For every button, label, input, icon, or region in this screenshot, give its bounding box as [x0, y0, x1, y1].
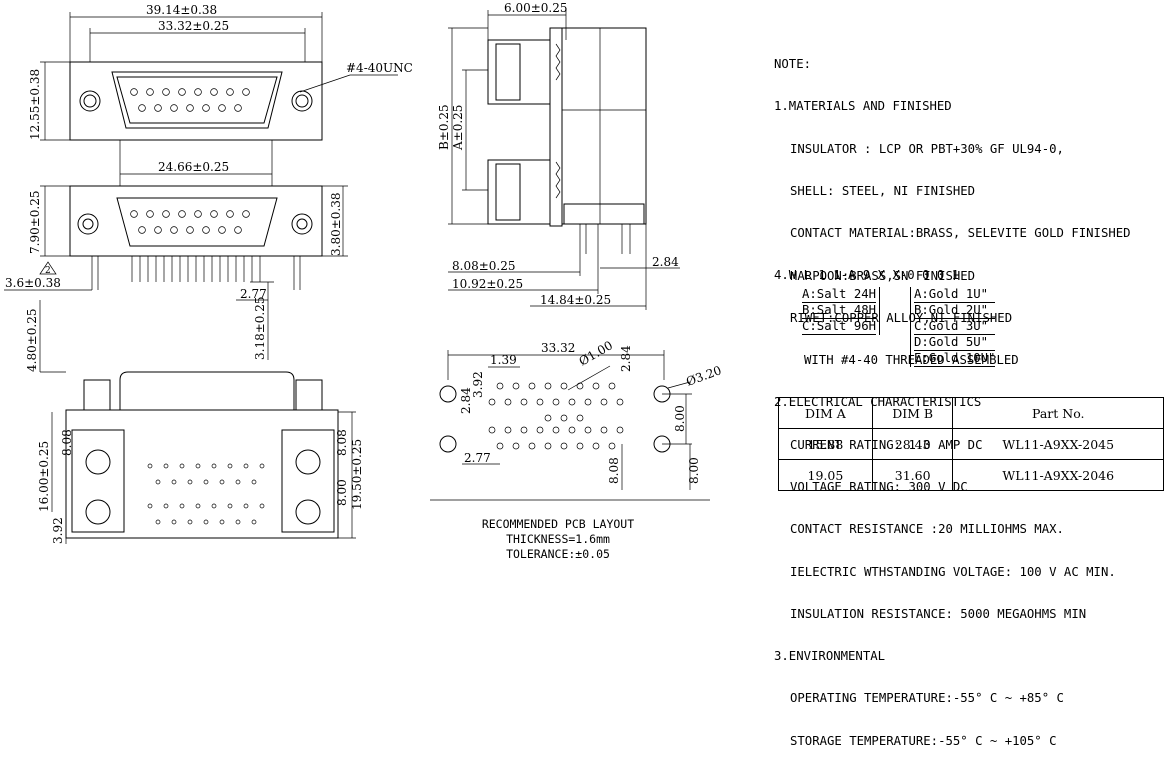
dim-height-offset: 4.80±0.25: [25, 309, 39, 373]
cell-dim-b: 31.60: [871, 459, 954, 491]
pcb-caption: RECOMMENDED PCB LAYOUT THICKNESS=1.6mm T…: [433, 517, 683, 562]
note-line: IELECTRIC WTHSTANDING VOLTAGE: 100 V AC …: [790, 564, 1116, 579]
pcb-dim-right-a: 8.00: [673, 405, 687, 432]
dim-b: B±0.25: [437, 104, 451, 150]
notes-header: NOTE:: [774, 57, 812, 72]
pcb-hole-grid: [488, 382, 624, 450]
table-header-row: DIM A DIM B Part No.: [778, 397, 1164, 429]
note-line: OPERATING TEMPERATURE:-55° C ~ +85° C: [790, 691, 1064, 706]
pcb-dim-pitch-left: 2.84: [459, 387, 473, 414]
cell-dim-b: 28.43: [871, 428, 954, 460]
gold-options: A:Gold 1U" B:Gold 2U" C:Gold 3U" D:Gold …: [910, 287, 996, 367]
note-line: WITH #4-40 THREADED ASSEMBLED: [804, 353, 1019, 368]
dim-lower-offset: 3.80±0.38: [329, 193, 343, 257]
pcb-caption-line-2: TOLERANCE:±0.05: [506, 547, 610, 561]
salt-options: A:Salt 24H B:Salt 48H C:Salt 96H: [802, 287, 881, 335]
bottom-pin-grid: [147, 463, 265, 525]
dim-upper-width: 33.32±0.25: [158, 19, 229, 33]
note-line: INSULATION RESISTANCE: 5000 MEGAOHMS MIN: [790, 606, 1087, 621]
dim-left-small: 8.08: [60, 429, 74, 456]
dim-left-bottom: 3.92: [51, 517, 65, 544]
dim-pin-pitch: 2.77: [240, 287, 267, 301]
dim-lower-height: 7.90±0.25: [28, 191, 42, 255]
table-row: 15.88 28.43 WL11-A9XX-2045: [778, 428, 1164, 460]
pcb-dim-bottom-a: 8.08: [607, 457, 621, 484]
note-line: CONTACT RESISTANCE :20 MILLIOHMS MAX.: [790, 522, 1064, 537]
cell-dim-a: 19.05: [778, 459, 873, 491]
dim-overall-width: 39.14±0.38: [146, 3, 217, 17]
gold-option: A:Gold 1U": [914, 287, 996, 303]
pcb-layout: 33.32 1.39 Ø1.00 2.84 3.92 2.84 Ø3.20 2.…: [430, 338, 723, 501]
side-view: 6.00±0.25 B±0.25 A±0.25 8.08±0.25 10.92±…: [437, 1, 680, 310]
gold-option: E:Gold 10U": [914, 351, 996, 367]
col-header-dim-a: DIM A: [778, 397, 873, 429]
gold-option: B:Gold 2U": [914, 303, 996, 319]
dim-d2: 10.92±0.25: [452, 277, 523, 291]
note-mark: 2: [45, 266, 51, 276]
dim-d1: 8.08±0.25: [452, 259, 516, 273]
dim-d4: 2.84: [652, 255, 679, 269]
front-view: 39.14±0.38 33.32±0.25 #4-40UNC 24.66±0.2…: [4, 3, 413, 360]
note-line: 1.MATERIALS AND FINISHED: [774, 99, 952, 114]
pcb-dim-bottom-pitch: 2.77: [464, 451, 491, 465]
pcb-dim-width: 33.32: [541, 341, 575, 355]
dim-top-width: 6.00±0.25: [504, 1, 568, 15]
dim-d3: 14.84±0.25: [540, 293, 611, 307]
salt-option: A:Salt 24H: [802, 287, 877, 303]
dim-side-offset: 3.6±0.38: [5, 276, 61, 290]
pin-tails: [91, 256, 301, 290]
dim-left-height: 16.00±0.25: [37, 441, 51, 512]
bottom-view: 4.80±0.25 16.00±0.25 8.08 3.92 19.50±0.2…: [25, 300, 364, 544]
note-line: SHELL: STEEL, NI FINISHED: [790, 184, 976, 199]
note-line: 3.ENVIRONMENTAL: [774, 649, 886, 664]
note-line: CONTACT MATERIAL:BRASS, SELEVITE GOLD FI…: [790, 226, 1131, 241]
cell-dim-a: 15.88: [778, 428, 873, 460]
note-line: INSULATOR : LCP OR PBT+30% GF UL94-0,: [790, 141, 1064, 156]
gold-option: D:Gold 5U": [914, 335, 996, 351]
pcb-dim-pitch-top: 2.84: [619, 345, 633, 372]
salt-option: C:Salt 96H: [802, 319, 877, 335]
note-line: HARPOON:BRASS,SN FINISHED: [790, 268, 976, 283]
gold-option: C:Gold 3U": [914, 319, 996, 335]
dim-pin-length: 3.18±0.25: [253, 297, 267, 361]
dim-lower-width: 24.66±0.25: [158, 160, 229, 174]
dim-right-total: 19.50±0.25: [350, 439, 364, 510]
salt-option: B:Salt 48H: [802, 303, 877, 319]
table-row: 19.05 31.60 WL11-A9XX-2046: [778, 459, 1164, 491]
col-header-part-no: Part No.: [952, 397, 1164, 429]
pcb-dim-mount-dia: Ø3.20: [684, 363, 723, 389]
pcb-dim-bottom-b: 8.00: [687, 457, 701, 484]
cell-part-no: WL11-A9XX-2045: [952, 428, 1164, 460]
dim-upper-height: 12.55±0.38: [28, 69, 42, 140]
pcb-dim-hole-dia: Ø1.00: [577, 338, 616, 368]
col-header-dim-b: DIM B: [871, 397, 954, 429]
technical-drawing: 39.14±0.38 33.32±0.25 #4-40UNC 24.66±0.2…: [4, 1, 723, 544]
note-line: STORAGE TEMPERATURE:-55° C ~ +105° C: [790, 733, 1057, 748]
pcb-dim-row-offset: 3.92: [471, 371, 485, 398]
thread-label: #4-40UNC: [346, 61, 413, 75]
dim-right-mid: 8.00: [335, 479, 349, 506]
parts-table: DIM A DIM B Part No. 15.88 28.43 WL11-A9…: [778, 397, 1164, 491]
pcb-caption-line-1: RECOMMENDED PCB LAYOUT THICKNESS=1.6mm: [481, 517, 635, 546]
lower-pin-grid: [130, 210, 250, 234]
notes-block: NOTE: 1.MATERIALS AND FINISHED INSULATOR…: [774, 29, 1131, 762]
dim-a: A±0.25: [451, 105, 465, 151]
part-code: 4.W L 1 1-A 9 X X-0 0 0 1: [774, 268, 960, 282]
upper-pin-grid: [130, 88, 250, 112]
note-line: RIWET:COPPER ALLOY,NI FINISHED: [790, 310, 1013, 325]
dim-right-top: 8.08: [335, 429, 349, 456]
pcb-dim-left-gap: 1.39: [490, 353, 517, 367]
cell-part-no: WL11-A9XX-2046: [952, 459, 1164, 491]
